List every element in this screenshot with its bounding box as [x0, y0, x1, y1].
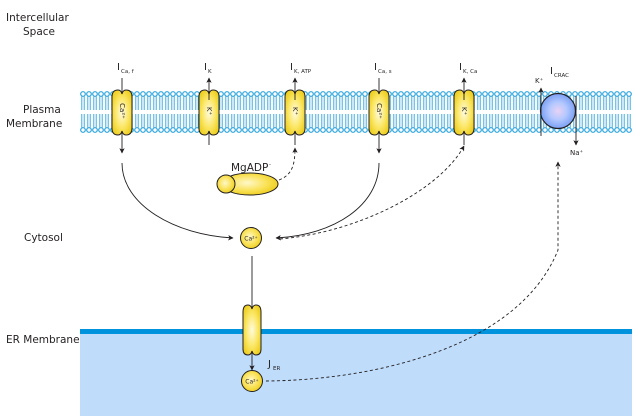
mgadp-molecule: MgADP - — [216, 162, 279, 196]
channel-current-sub: K, ATP — [294, 69, 312, 75]
channel-body — [453, 89, 475, 136]
channel-ion-label: Ca²⁺ — [118, 103, 126, 119]
er-channel — [242, 304, 262, 356]
channel-current-label: I — [117, 62, 120, 73]
channel-current-sub: K — [208, 69, 212, 75]
region-label-plasma: Plasma — [23, 104, 61, 116]
channel-ion-label: K⁺ — [205, 107, 213, 116]
mgadp-label: MgADP — [231, 162, 268, 174]
er-membrane — [80, 329, 632, 334]
crac-current-label: I — [550, 66, 553, 77]
crac-na-label: Na⁺ — [570, 149, 584, 157]
cytosol-calcium: Ca²⁺ — [240, 227, 262, 249]
region-label-intercellular: Intercellular — [6, 12, 69, 24]
channel-current-label: I — [290, 62, 293, 73]
region-label-cytosol: Cytosol — [24, 232, 63, 244]
channel-body — [368, 89, 390, 136]
channel-current-label: I — [204, 62, 207, 73]
calcium-to-kca-arrow — [279, 145, 465, 240]
crac-channel: I CRAC K⁺ Na⁺ — [535, 66, 584, 157]
region-label-plasma-2: Membrane — [6, 118, 62, 130]
channel-current-label: I — [374, 62, 377, 73]
ca-f-to-cytosol-arrow — [121, 162, 234, 241]
channel-ion-label: Ca²⁺ — [375, 103, 383, 119]
channel-current-label: I — [459, 62, 462, 73]
channel-current-sub: K, Ca — [463, 69, 477, 75]
crac-k-label: K⁺ — [535, 77, 544, 85]
region-label-intercellular-2: Space — [23, 26, 55, 38]
channel-ion-label: K⁺ — [291, 107, 299, 116]
mgadp-charge: - — [269, 162, 271, 168]
er-calcium: Ca²⁺ — [241, 370, 263, 392]
ca-s-to-cytosol-arrow — [275, 162, 380, 241]
mgadp-to-katp-arrow — [278, 147, 298, 181]
cytosol-calcium-label: Ca²⁺ — [244, 236, 257, 243]
region-label-er: ER Membrane — [6, 334, 80, 346]
channel-body — [284, 89, 306, 136]
channel-ion-label: K⁺ — [460, 107, 468, 116]
er-calcium-to-crac-arrow — [265, 161, 561, 382]
er-calcium-label: Ca²⁺ — [245, 379, 258, 386]
crac-current-sub: CRAC — [554, 73, 569, 79]
er-flux-label: J — [267, 359, 271, 370]
channel-current-sub: Ca, s — [378, 69, 392, 75]
channel-body — [111, 89, 133, 136]
er-flux-sub: ER — [273, 366, 280, 372]
channel-body — [198, 89, 220, 136]
channel-current-sub: Ca, f — [121, 69, 135, 75]
crac-pore — [539, 92, 577, 130]
